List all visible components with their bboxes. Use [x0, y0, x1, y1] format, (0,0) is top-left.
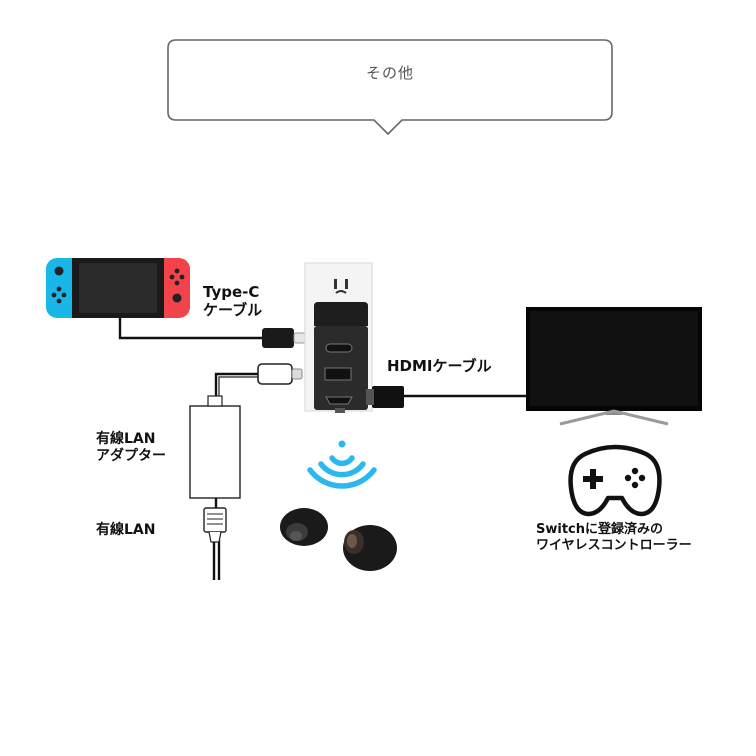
- cables: [118, 316, 527, 580]
- controller-label-line2: ワイヤレスコントローラー: [536, 537, 692, 553]
- bubble-title: その他: [365, 64, 414, 82]
- speech-bubble: [167, 39, 613, 136]
- rj45-connector: [203, 507, 227, 543]
- lan-adapter-label: 有線LAN アダプター: [96, 431, 166, 465]
- adapter-label-line2: アダプター: [96, 448, 166, 465]
- adapter-cable-upper: [214, 372, 258, 398]
- lan-label: 有線LAN: [96, 522, 156, 538]
- typec-label-line1: Type-C: [203, 283, 260, 301]
- hdmi-cable-label: HDMIケーブル: [387, 357, 492, 375]
- wireless-earbuds: [280, 508, 397, 571]
- controller-label-line1: Switchに登録済みの: [536, 522, 664, 537]
- television: [526, 307, 702, 426]
- typec-label-line2: ケーブル: [203, 301, 263, 320]
- adapter-label-line1: 有線LAN: [96, 431, 156, 447]
- nintendo-switch: [46, 258, 190, 318]
- hdmi-plug: [366, 386, 404, 408]
- controller-label: Switchに登録済みの ワイヤレスコントローラー: [536, 522, 692, 554]
- lan-adapter-box: [189, 395, 241, 499]
- typec-cable-label: Type-C ケーブル: [203, 283, 262, 320]
- wireless-waves-icon: [307, 440, 377, 489]
- lan-cable: [212, 540, 221, 580]
- typec-plug: [262, 328, 307, 348]
- lan-adapter-plug: [257, 363, 303, 385]
- gamepad-icon: [568, 444, 662, 517]
- typec-cable: [118, 316, 262, 340]
- multiport-adapter: [314, 302, 368, 413]
